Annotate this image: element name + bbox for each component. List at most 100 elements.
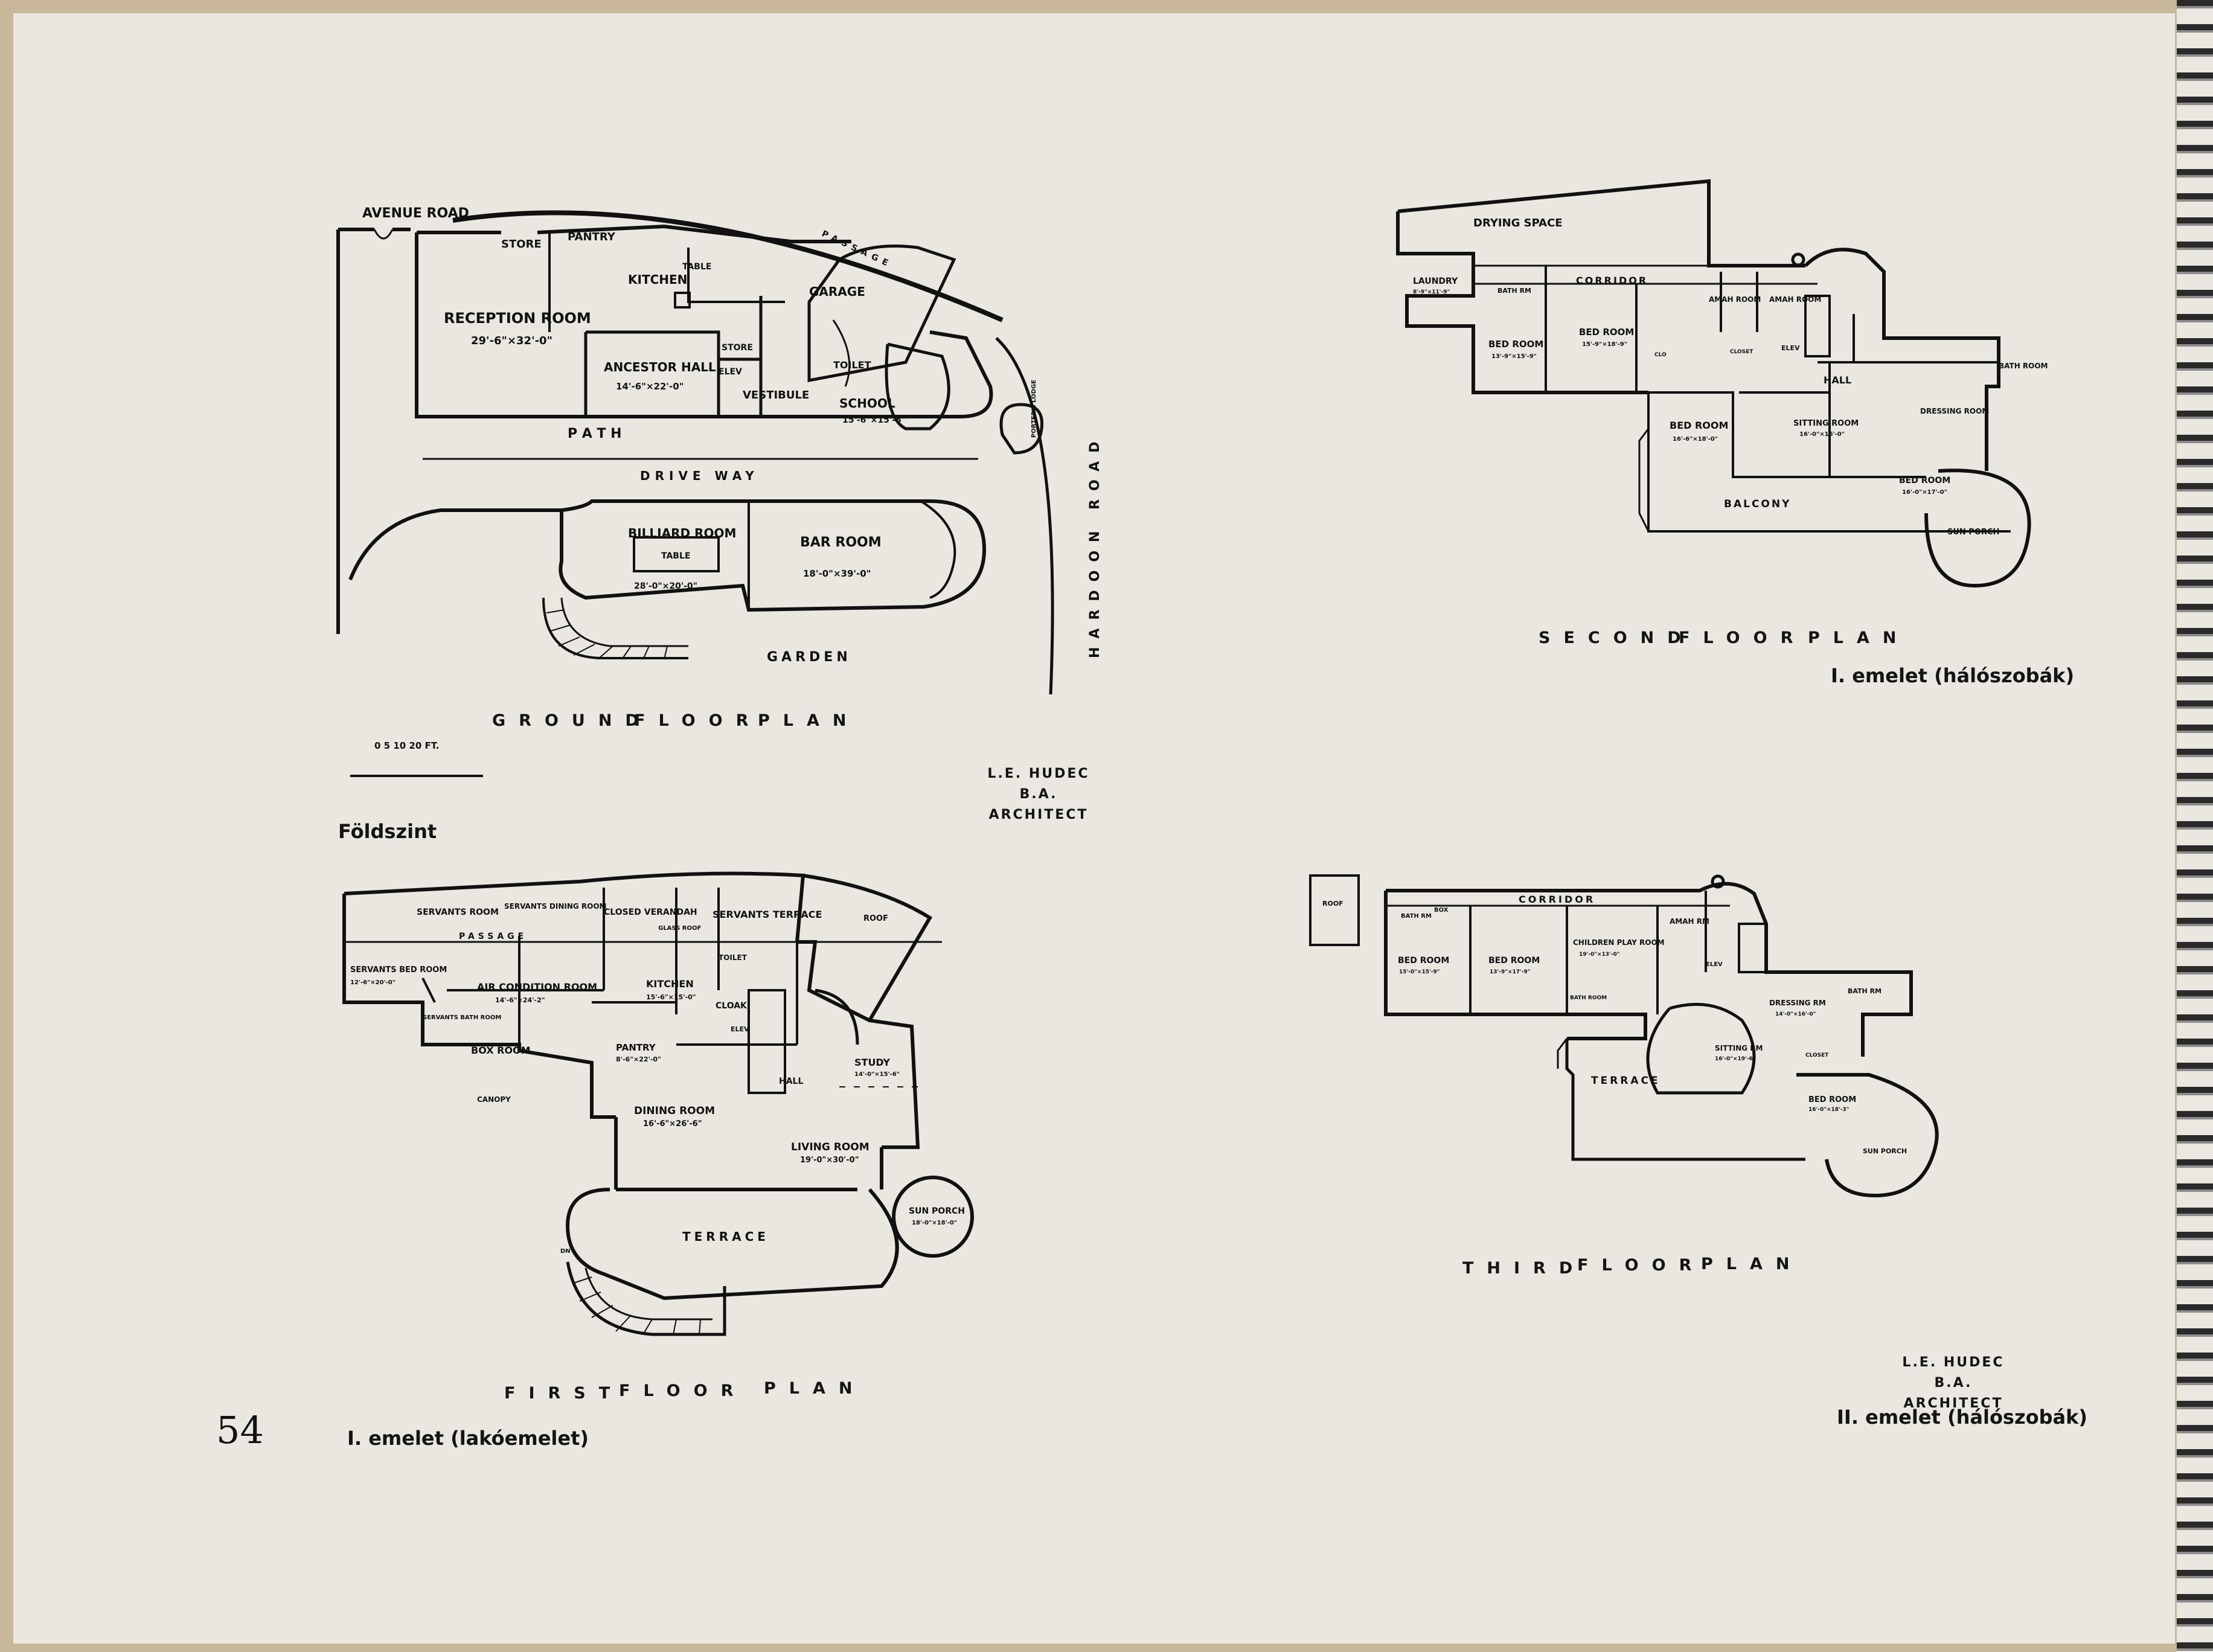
- sf-balcony: BALCONY: [1724, 498, 1791, 510]
- billiard-table: [633, 536, 720, 572]
- ff-box-room: BOX ROOM: [471, 1045, 531, 1056]
- ff-dn: DN: [560, 1248, 571, 1255]
- gf-hardoon-road: HARDOON ROAD: [1087, 434, 1103, 658]
- garden-stair-inner: [560, 597, 688, 647]
- gf-school-dim: 15'-6"×15'-6": [842, 415, 906, 425]
- ff-cross-walls: [447, 989, 797, 1046]
- first-floor-plan: SERVANTS ROOM SERVANTS DINING ROOM CLOSE…: [338, 851, 1014, 1346]
- ff-canopy: CANOPY: [477, 1095, 511, 1104]
- gf-ancestor-hall: ANCESTOR HALL: [604, 360, 716, 374]
- ff-living-walls: [614, 1117, 883, 1191]
- first-floor-title-word-1: FIRST: [504, 1384, 624, 1403]
- ff-sun-porch: SUN PORCH: [909, 1206, 965, 1216]
- ff-servants-bed-dim: 12'-6"×20'-0": [350, 979, 396, 986]
- ff-outline-west: [342, 894, 616, 1119]
- tf-bath-2: BATH ROOM: [1570, 995, 1607, 1001]
- tf-dressing: DRESSING RM: [1769, 999, 1826, 1007]
- sf-corridor-lines: [1473, 264, 1817, 285]
- house-north-wall: [417, 224, 851, 243]
- avenue-road-label: AVENUE ROAD: [362, 206, 469, 221]
- gf-path: P A T H: [568, 426, 622, 441]
- tf-elev: ELEV: [1706, 961, 1723, 968]
- ff-servants-dining: SERVANTS DINING ROOM: [504, 902, 606, 911]
- sf-hall: HALL: [1824, 374, 1851, 386]
- tf-bed-3: BED ROOM: [1808, 1095, 1856, 1104]
- sf-outline-west: [1396, 211, 1648, 394]
- ff-closed-verandah: CLOSED VERANDAH: [604, 908, 697, 917]
- sf-bed-3-dim: 16'-6"×18'-0": [1673, 436, 1718, 443]
- tf-interior-walls: [1469, 891, 1707, 1014]
- sf-bed-3: BED ROOM: [1670, 420, 1728, 431]
- sf-bed-2: BED ROOM: [1579, 327, 1634, 338]
- gf-billiard-room: BILLIARD ROOM: [628, 526, 736, 540]
- sf-bed-1: BED ROOM: [1488, 339, 1543, 350]
- sf-closet: CLOSET: [1730, 349, 1753, 355]
- tf-dressing-dim: 14'-0"×16'-0": [1775, 1011, 1816, 1017]
- gf-reception-dim: 29'-6"×32'-0": [471, 335, 552, 347]
- sf-drying-space-label: DRYING SPACE: [1473, 217, 1563, 229]
- tf-bath: BATH RM: [1401, 913, 1432, 920]
- sf-stair: [1804, 295, 1831, 357]
- ground-floor-title-word-1: GROUND: [492, 711, 652, 730]
- gf-table: TABLE: [682, 262, 711, 272]
- architect-name: L.E. HUDEC B.A.: [987, 766, 1090, 802]
- gf-school: SCHOOL: [839, 396, 895, 411]
- garage-outline: [807, 245, 956, 383]
- gate-swing: [373, 229, 394, 240]
- gf-billiard-table: TABLE: [661, 551, 690, 561]
- first-floor-title-word-2: FLOOR: [619, 1381, 747, 1400]
- gf-elev: ELEV: [719, 367, 742, 377]
- porters-lodge: [999, 403, 1044, 455]
- gf-bar-dim: 18'-0"×39'-0": [803, 568, 871, 579]
- ff-cloak: CLOAK: [716, 1001, 748, 1011]
- gf-porters-lodge: PORTER'S LODGE: [1031, 380, 1037, 438]
- tf-bed-2: BED ROOM: [1488, 956, 1540, 965]
- ff-glass-roof: GLASS ROOF: [658, 925, 701, 932]
- sf-amah-1: AMAH ROOM: [1709, 295, 1761, 304]
- ff-air-condition: AIR CONDITION ROOM: [477, 981, 597, 993]
- third-floor-caption: II. emelet (hálószobák): [1837, 1406, 2087, 1429]
- second-floor-caption: I. emelet (hálószobák): [1831, 664, 2075, 687]
- interior-walls: [584, 296, 845, 418]
- tf-bed-1-dim: 15'-0"×15'-9": [1399, 969, 1440, 975]
- gf-ancestor-dim: 14'-6"×22'-0": [616, 381, 684, 392]
- passage-curve-outer: [452, 210, 1004, 322]
- ff-air-condition-dim: 14'-6"×24'-2": [495, 996, 545, 1004]
- sf-bed-4: BED ROOM: [1899, 476, 1950, 485]
- page-number: 54: [216, 1408, 264, 1452]
- school-room-outline: [885, 342, 950, 431]
- tf-stair: [1738, 923, 1767, 973]
- ff-dining-dim: 16'-6"×26'-6": [643, 1119, 702, 1129]
- architect-title-2: ARCHITECT: [1903, 1396, 2003, 1411]
- sf-interior-walls: [1545, 266, 1999, 477]
- ff-kitchen: KITCHEN: [646, 978, 694, 990]
- second-floor-title-word-1: SECOND: [1539, 629, 1694, 647]
- garden-stair-treads: [546, 609, 668, 660]
- ff-sun-porch-dim: 18'-0"×18'-0": [912, 1220, 957, 1226]
- gf-bar-room: BAR ROOM: [800, 535, 882, 550]
- second-floor-title-word-3: PLAN: [1808, 629, 1910, 647]
- tf-amah: AMAH RM: [1670, 917, 1709, 926]
- architect-signature-2: L.E. HUDEC B.A. ARCHITECT: [1884, 1353, 2023, 1414]
- sf-sitting: SITTING ROOM: [1793, 419, 1859, 428]
- tf-sitting-dim: 16'-0"×19'-6": [1715, 1056, 1755, 1062]
- tf-sun-porch-label: SUN PORCH: [1863, 1147, 1907, 1155]
- ground-floor-title-word-2: FLOOR: [634, 711, 762, 730]
- tf-sitting-room: [1646, 1002, 1756, 1095]
- tf-outline-north-east: [1386, 882, 1913, 1057]
- tf-children-play-room: CHILDREN PLAY ROOM: [1573, 938, 1665, 947]
- tf-sitting: SITTING RM: [1715, 1044, 1763, 1052]
- vestibule-stair: [832, 319, 851, 387]
- sf-sitting-dim: 16'-0"×16'-0": [1799, 431, 1845, 438]
- tf-roof-box: [1309, 874, 1360, 946]
- gf-store-2: STORE: [722, 343, 753, 353]
- first-floor-caption: I. emelet (lakóemelet): [347, 1427, 589, 1450]
- ff-study: STUDY: [854, 1057, 891, 1068]
- sf-bed-1-dim: 13'-9"×15'-9": [1491, 353, 1537, 360]
- first-floor-title-word-3: PLAN: [764, 1379, 866, 1398]
- second-floor-plan: DRYING SPACE LAUNDRY 8'-9"×11'-9" BATH R…: [1395, 175, 2059, 598]
- sf-laundry-dim: 8'-9"×11'-9": [1413, 289, 1450, 295]
- gf-store: STORE: [501, 238, 542, 251]
- gf-toilet: TOILET: [833, 359, 871, 371]
- tf-outline-west: [1384, 891, 1647, 1040]
